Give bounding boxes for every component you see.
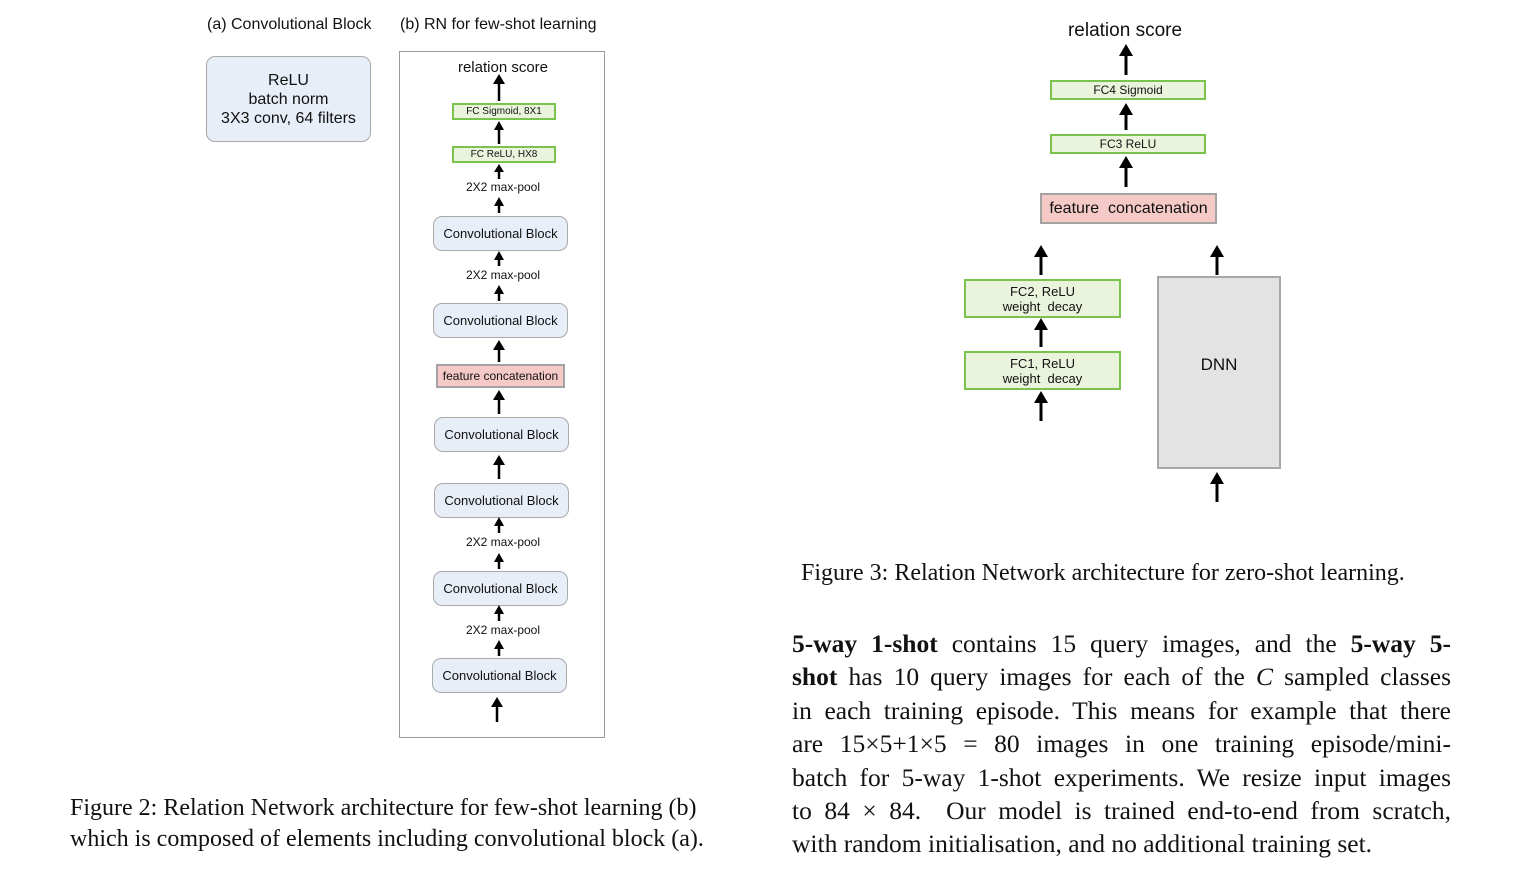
paragraph-line-5: batch for 5-way 1-shot experiments. We r… <box>792 762 1451 792</box>
fc2-relu-layer: FC2, ReLU weight decay <box>964 279 1121 318</box>
text-segment: sampled classes <box>1272 662 1451 692</box>
conv-block-4: Convolutional Block <box>434 483 569 518</box>
maxpool-label-1: 2X2 max-pool <box>465 180 541 194</box>
fc-sigmoid-label: FC Sigmoid, 8X1 <box>466 106 542 117</box>
text-segment: contains 15 query images, and the <box>937 629 1351 658</box>
variable-c: C <box>1255 662 1273 692</box>
figure-3-caption: Figure 3: Relation Network architecture … <box>801 558 1501 589</box>
conv-block-label: Convolutional Block <box>444 493 559 508</box>
conv-block-1: Convolutional Block <box>433 216 568 251</box>
maxpool-label-4: 2X2 max-pool <box>465 623 541 637</box>
fc1-label-line2: weight decay <box>1002 370 1083 386</box>
conv-block-2: Convolutional Block <box>433 303 568 338</box>
fc4-sigmoid-layer: FC4 Sigmoid <box>1050 80 1206 100</box>
conv-block-label: Convolutional Block <box>444 427 559 442</box>
paragraph-line-4: are 15×5+1×5 = 80 images in one training… <box>792 729 1451 759</box>
fc-relu-label: FC ReLU, HX8 <box>470 149 538 160</box>
conv-block-label: Convolutional Block <box>442 668 557 683</box>
fc4-label: FC4 Sigmoid <box>1093 82 1163 97</box>
block-line-batchnorm: batch norm <box>248 90 329 108</box>
bold-5way-5shot-part1: 5-way 5- <box>1350 629 1451 658</box>
fc1-label-line1: FC1, ReLU <box>1009 355 1076 371</box>
conv-block-3: Convolutional Block <box>434 417 569 452</box>
convolutional-block-detail: ReLU batch norm 3X3 conv, 64 filters <box>206 56 371 142</box>
figure-2: (a) Convolutional Block (b) RN for few-s… <box>70 16 740 855</box>
paragraph-line-1: 5-way 1-shot contains 15 query images, a… <box>792 627 1451 660</box>
paragraph-line-2: shot has 10 query images for each of the… <box>792 660 1451 693</box>
feature-concatenation-label: feature concatenation <box>442 369 559 383</box>
paragraph-line-7: with random initialisation, and no addit… <box>792 829 1373 859</box>
figure-2-caption: Figure 2: Relation Network architecture … <box>70 793 740 855</box>
fc3-label: FC3 ReLU <box>1099 136 1157 151</box>
figure-3: relation score FC4 Sigmoid FC3 ReLU feat… <box>760 0 1518 600</box>
maxpool-label-2: 2X2 max-pool <box>465 268 541 282</box>
bold-5way-1shot: 5-way 1-shot <box>792 629 938 658</box>
feature-concatenation-box: feature concatenation <box>436 364 565 388</box>
figure-3-caption-text: Figure 3: Relation Network architecture … <box>801 560 1405 586</box>
conv-block-label: Convolutional Block <box>443 581 558 596</box>
block-line-conv: 3X3 conv, 64 filters <box>221 109 356 127</box>
relation-score-label: relation score <box>457 59 549 76</box>
panel-b-frame <box>399 51 605 738</box>
bold-5way-5shot-part2: shot <box>792 662 838 692</box>
dnn-label: DNN <box>1200 354 1238 374</box>
figure-2-caption-text: Figure 2: Relation Network architecture … <box>70 795 704 852</box>
conv-block-label: Convolutional Block <box>443 313 558 328</box>
conv-block-5: Convolutional Block <box>433 571 568 606</box>
conv-block-6: Convolutional Block <box>432 658 567 693</box>
panel-b-title: (b) RN for few-shot learning <box>400 16 597 33</box>
fc-relu-layer: FC ReLU, HX8 <box>452 146 556 163</box>
fc2-label-line2: weight decay <box>1002 298 1083 314</box>
fc3-relu-layer: FC3 ReLU <box>1050 134 1206 154</box>
panel-a-title: (a) Convolutional Block <box>207 16 372 33</box>
relation-score-label: relation score <box>1067 20 1183 41</box>
figure-2-arrows <box>491 74 505 722</box>
maxpool-label-3: 2X2 max-pool <box>465 535 541 549</box>
feature-concatenation-label: feature concatenation <box>1049 199 1208 217</box>
feature-concatenation-box: feature concatenation <box>1040 193 1217 224</box>
conv-block-label: Convolutional Block <box>443 226 558 241</box>
fc2-label-line1: FC2, ReLU <box>1009 283 1076 299</box>
fc-sigmoid-layer: FC Sigmoid, 8X1 <box>452 103 556 120</box>
dnn-block: DNN <box>1157 276 1281 469</box>
text-segment: has 10 query images for each of the <box>837 662 1256 692</box>
paragraph-line-6: to 84 × 84. Our model is trained end-to-… <box>792 796 1451 826</box>
block-line-relu: ReLU <box>268 71 309 89</box>
fc1-relu-layer: FC1, ReLU weight decay <box>964 351 1121 390</box>
body-paragraph: 5-way 1-shot contains 15 query images, a… <box>792 627 1451 861</box>
paragraph-line-3: in each training episode. This means for… <box>792 695 1451 725</box>
